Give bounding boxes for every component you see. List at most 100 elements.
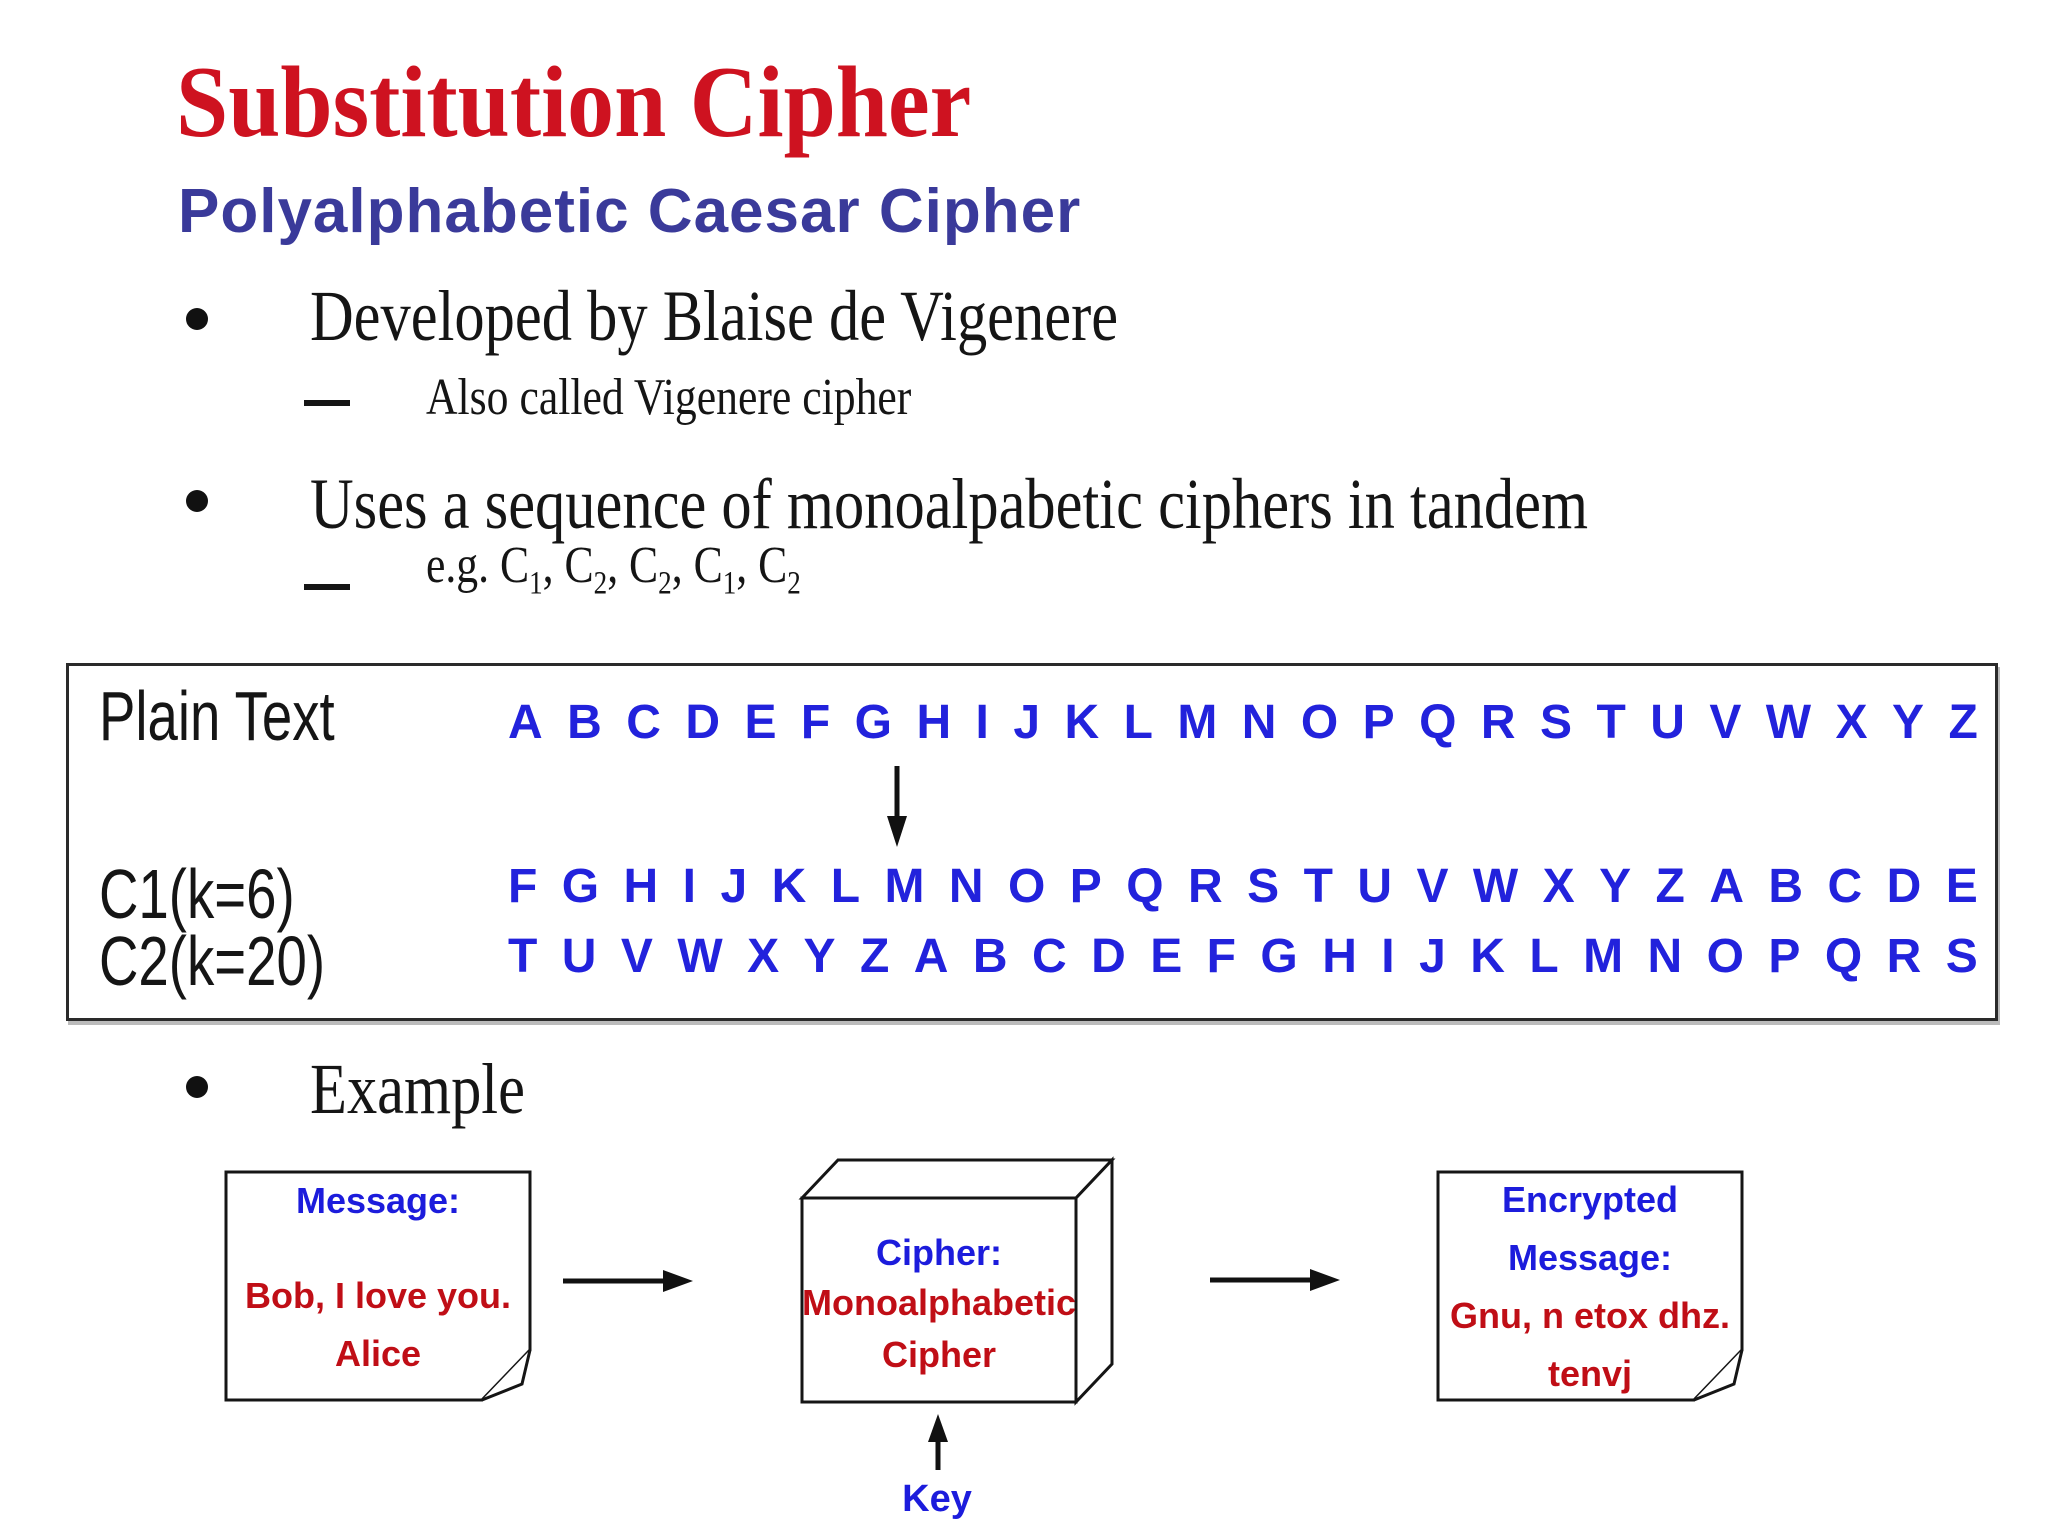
arrow-right-icon bbox=[563, 1270, 693, 1292]
encrypted-note-box: Encrypted Message: Gnu, n etox dhz. tenv… bbox=[1436, 1170, 1744, 1402]
page-subtitle: Polyalphabetic Caesar Cipher bbox=[178, 177, 1082, 246]
cipher-letter: Y bbox=[803, 930, 836, 983]
encrypted-box-line2: tenvj bbox=[1547, 1353, 1633, 1394]
cipher-letter: V bbox=[1709, 696, 1742, 749]
cipher-letter: O bbox=[1706, 930, 1744, 983]
cipher-letter: F bbox=[1206, 930, 1236, 983]
cipher-letter: F bbox=[508, 860, 538, 913]
cipher-letter: C bbox=[626, 696, 661, 749]
cipher-letter: Q bbox=[1126, 860, 1164, 913]
arrow-down-icon bbox=[887, 766, 907, 847]
cipher-letter: S bbox=[1540, 696, 1573, 749]
cipher-box-title: Cipher: bbox=[876, 1232, 1002, 1273]
cipher-letter: U bbox=[1357, 860, 1392, 913]
bullet-dot-icon bbox=[186, 490, 208, 512]
cipher-letter: J bbox=[1013, 696, 1041, 749]
cipher-letter: R bbox=[1886, 930, 1922, 983]
cipher-letter: S bbox=[1945, 930, 1978, 983]
cipher-letter: C bbox=[1827, 860, 1863, 913]
encrypted-box-line1: Gnu, n etox dhz. bbox=[1450, 1295, 1730, 1336]
cipher-letter: W bbox=[1765, 696, 1812, 749]
cipher-letter: G bbox=[1260, 930, 1298, 983]
cipher-letter: K bbox=[1064, 696, 1100, 749]
cipher-letter: O bbox=[1300, 696, 1339, 749]
cipher-letter: H bbox=[916, 696, 952, 749]
cipher-letter: U bbox=[561, 930, 597, 983]
cipher-letter: Y bbox=[1891, 696, 1924, 749]
key-label: Key bbox=[902, 1478, 972, 1520]
cipher-letter: J bbox=[1419, 930, 1446, 983]
cipher-letter: Q bbox=[1824, 930, 1863, 983]
cipher-letter: B bbox=[972, 930, 1008, 983]
sub-bullet-eg-sequence: e.g. C1, C2, C2, C1, C2 bbox=[426, 537, 801, 601]
message-box-title: Message: bbox=[295, 1180, 461, 1221]
cipher-letter: I bbox=[975, 696, 989, 749]
cipher-letter: V bbox=[620, 930, 653, 983]
cipher-3d-box-icon bbox=[798, 1156, 1116, 1406]
cipher-letter: I bbox=[682, 860, 696, 913]
bullet-dot-icon bbox=[186, 308, 208, 330]
cipher-letter: B bbox=[567, 696, 602, 749]
cipher-letter: Z bbox=[1948, 696, 1978, 749]
cipher-letter: M bbox=[884, 860, 925, 913]
cipher-letter: M bbox=[1583, 930, 1624, 983]
cipher-letter: H bbox=[1322, 930, 1357, 983]
encrypted-box-title1: Encrypted bbox=[1501, 1179, 1679, 1220]
cipher-letter: I bbox=[1381, 930, 1395, 983]
cipher-sequence: C1, C2, C2, C1, C2 bbox=[499, 537, 801, 601]
cipher-box-line2: Cipher bbox=[881, 1334, 996, 1375]
cipher-box-text: Cipher: Monoalphabetic Cipher bbox=[802, 1197, 1076, 1401]
cipher-letter: L bbox=[830, 860, 861, 913]
cipher-letter: O bbox=[1007, 860, 1046, 913]
cipher-letter: Y bbox=[1599, 860, 1632, 913]
cipher-letter: V bbox=[1416, 860, 1449, 913]
cipher-letter: P bbox=[1362, 696, 1395, 749]
bullet-dot-icon bbox=[186, 1076, 208, 1098]
encrypted-box-title2: Message: bbox=[1507, 1237, 1673, 1278]
cipher-letter: Z bbox=[859, 930, 890, 983]
note-page-icon bbox=[1436, 1170, 1744, 1402]
cipher-letter: K bbox=[1470, 930, 1505, 983]
cipher-letter: E bbox=[1150, 930, 1183, 983]
cipher-letter: W bbox=[677, 930, 723, 983]
cipher-letter: X bbox=[1542, 860, 1575, 913]
cipher-letter: Q bbox=[1419, 696, 1457, 749]
cipher-letter: P bbox=[1768, 930, 1801, 983]
cipher-letter: H bbox=[623, 860, 659, 913]
message-box-line2: Alice bbox=[334, 1333, 422, 1374]
c1-label: C1(k=6) bbox=[99, 855, 295, 933]
bullet-example: Example bbox=[310, 1049, 525, 1129]
cipher-letter: K bbox=[771, 860, 807, 913]
cipher-letter: N bbox=[1647, 930, 1683, 983]
cipher-letter: A bbox=[1709, 860, 1744, 913]
cipher-letter: L bbox=[1529, 930, 1559, 983]
cipher-letter: T bbox=[1596, 696, 1626, 749]
cipher-box-line1: Monoalphabetic bbox=[802, 1282, 1077, 1323]
cipher-letter: J bbox=[720, 860, 748, 913]
cipher-letter: X bbox=[1835, 696, 1868, 749]
cipher-letter: D bbox=[1886, 860, 1922, 913]
cipher-letter: B bbox=[1768, 860, 1804, 913]
cipher-letter: Z bbox=[1655, 860, 1685, 913]
cipher-letter: A bbox=[508, 696, 543, 749]
cipher-letter: E bbox=[744, 696, 777, 749]
cipher-letter: T bbox=[508, 930, 538, 983]
cipher-letter: R bbox=[1480, 696, 1516, 749]
cipher-letter: W bbox=[1472, 860, 1519, 913]
note-page-icon bbox=[224, 1170, 532, 1402]
cipher-letter: D bbox=[685, 696, 720, 749]
c2-label: C2(k=20) bbox=[99, 922, 326, 1000]
cipher-letter: R bbox=[1188, 860, 1223, 913]
bullet-developed-by: Developed by Blaise de Vigenere bbox=[310, 276, 1119, 356]
cipher-letter: G bbox=[854, 696, 892, 749]
arrow-up-icon bbox=[928, 1414, 948, 1470]
arrow-right-icon bbox=[1210, 1269, 1340, 1291]
bullet-uses-sequence: Uses a sequence of monoalpabetic ciphers… bbox=[310, 464, 1589, 544]
message-box-line1: Bob, I love you. bbox=[244, 1275, 512, 1316]
eg-prefix: e.g. bbox=[426, 537, 500, 594]
